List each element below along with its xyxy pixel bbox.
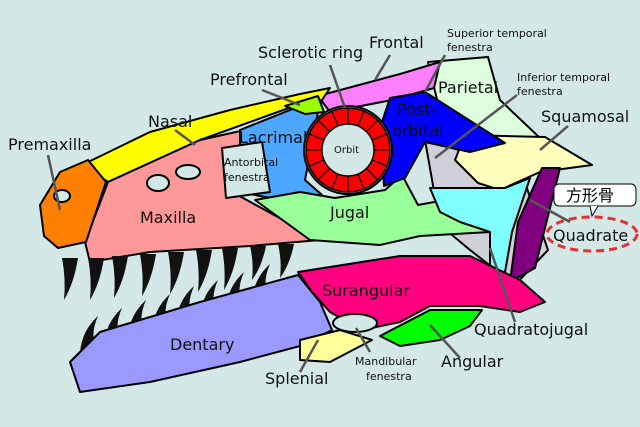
label-premaxilla: Premaxilla — [8, 135, 91, 154]
upper-tooth — [62, 258, 78, 300]
label-parietal: Parietal — [438, 78, 498, 97]
label-maxilla: Maxilla — [140, 208, 196, 227]
label-prefrontal: Prefrontal — [210, 70, 288, 89]
label-mandibular-fenestra-2: fenestra — [366, 370, 412, 383]
sclerotic-plate-divider — [308, 133, 325, 141]
label-superior-temporal-fenestra-1: Superior temporal — [447, 27, 547, 40]
leader-lines — [46, 54, 571, 373]
upper-tooth — [140, 254, 156, 296]
sclerotic-plate-divider — [365, 119, 379, 133]
label-lacrimal: Lacrimal — [239, 128, 307, 147]
label-quadrate-japanese: 方形骨 — [566, 186, 614, 205]
sclerotic-plate-divider — [317, 119, 331, 133]
sclerotic-plate-divider — [357, 110, 365, 127]
label-antorbital-fenestra-1: Antorbital — [224, 156, 278, 169]
label-inferior-temporal-fenestra-2: fenestra — [517, 85, 563, 98]
label-antorbital-fenestra-2: fenestra — [224, 171, 270, 184]
label-splenial: Splenial — [265, 369, 328, 388]
label-frontal: Frontal — [369, 33, 424, 52]
label-postorbital-2: orbital — [392, 121, 444, 140]
label-sclerotic-ring: Sclerotic ring — [258, 43, 363, 62]
upper-tooth — [222, 248, 238, 290]
upper-tooth — [168, 252, 184, 294]
antorbital-fenestra-opening — [221, 141, 271, 199]
bone-dentary — [69, 274, 333, 393]
sclerotic-plate-divider — [331, 173, 339, 190]
mandibular-fenestra-opening — [332, 313, 378, 333]
sclerotic-plate-divider — [371, 159, 388, 167]
label-jugal: Jugal — [329, 203, 369, 222]
sclerotic-plate-divider — [331, 110, 339, 127]
label-nasal: Nasal — [148, 112, 192, 131]
label-dentary: Dentary — [170, 335, 234, 354]
bone-quadrate — [509, 167, 561, 283]
upper-teeth — [62, 244, 294, 300]
label-postorbital-1: Post- — [397, 100, 436, 119]
label-orbit: Orbit — [334, 145, 359, 156]
bone-splenial — [299, 329, 373, 363]
bone-jugal — [254, 174, 491, 246]
sclerotic-plate-divider — [365, 167, 379, 181]
sclerotic-plate-divider — [308, 159, 325, 167]
quadrate-highlight-ring — [545, 215, 639, 253]
sclerotic-plate-divider — [357, 173, 365, 190]
label-surangular: Surangular — [322, 281, 410, 300]
upper-tooth — [250, 246, 266, 280]
naris-opening — [146, 174, 170, 192]
bone-surangular — [297, 255, 546, 331]
upper-tooth — [112, 256, 128, 298]
label-inferior-temporal-fenestra-1: Inferior temporal — [517, 71, 610, 84]
bone-angular — [379, 309, 483, 347]
label-squamosal: Squamosal — [541, 107, 629, 126]
sclerotic-plate-divider — [317, 167, 331, 181]
upper-tooth — [196, 250, 212, 292]
upper-tooth — [88, 258, 104, 300]
label-superior-temporal-fenestra-2: fenestra — [447, 41, 493, 54]
label-quadratojugal: Quadratojugal — [474, 320, 588, 339]
sclerotic-plate-divider — [371, 133, 388, 141]
label-mandibular-fenestra-1: Mandibular — [355, 355, 417, 368]
upper-tooth — [278, 244, 294, 278]
label-angular: Angular — [441, 352, 504, 371]
quadrate-callout: 方形骨 — [553, 183, 637, 218]
label-quadrate: Quadrate — [553, 226, 628, 245]
maxillary-fenestra — [175, 164, 201, 180]
sclerotic-ring-plates — [306, 108, 390, 192]
bone-premaxilla — [39, 159, 107, 249]
